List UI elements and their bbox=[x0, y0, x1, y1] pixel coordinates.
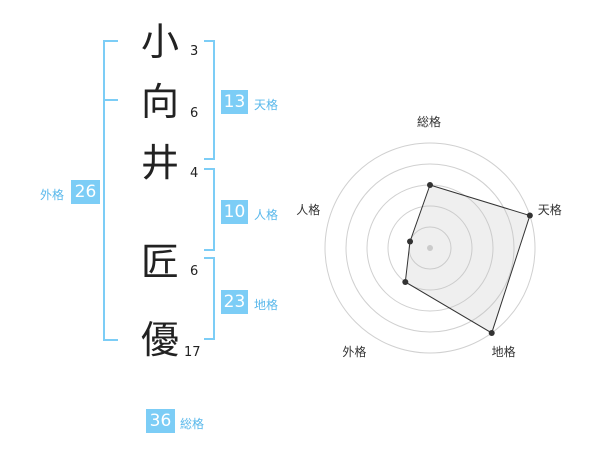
chikaku-bracket bbox=[204, 257, 215, 340]
radar-ring-2 bbox=[387, 205, 473, 291]
name-char-5: 優 bbox=[140, 318, 179, 362]
radar-series-area bbox=[404, 184, 531, 334]
radar-ring-5 bbox=[324, 142, 536, 354]
name-char-3: 井 bbox=[140, 141, 179, 185]
gaikaku-badge: 26 bbox=[71, 180, 100, 204]
stroke-count-5: 17 bbox=[184, 345, 201, 360]
tenkaku-badge: 13 bbox=[221, 90, 248, 114]
radar-center bbox=[427, 245, 433, 251]
stroke-count-1: 3 bbox=[190, 44, 199, 59]
soukaku-badge: 36 bbox=[146, 409, 175, 433]
radar-axis-label-tenkaku: 天格 bbox=[537, 202, 562, 217]
gaikaku-bracket bbox=[103, 40, 118, 341]
gaikaku-label: 外格 bbox=[40, 188, 65, 202]
chikaku-label: 地格 bbox=[254, 298, 279, 312]
tenkaku-bracket bbox=[204, 40, 215, 160]
soukaku-label: 総格 bbox=[180, 417, 205, 431]
chikaku-badge: 23 bbox=[221, 290, 248, 314]
name-char-2: 向 bbox=[140, 80, 179, 124]
name-char-4: 匠 bbox=[140, 240, 179, 284]
radar-axis-label-gaikaku: 外格 bbox=[342, 344, 367, 359]
stroke-count-4: 6 bbox=[190, 264, 199, 279]
radar-axis-label-chikaku: 地格 bbox=[491, 344, 516, 359]
radar-point-1 bbox=[526, 212, 533, 219]
radar-axis-label-soukaku: 総格 bbox=[417, 115, 442, 129]
radar-point-2 bbox=[488, 329, 495, 336]
radar-point-0 bbox=[427, 182, 433, 188]
jinkaku-label: 人格 bbox=[254, 208, 279, 222]
jinkaku-badge: 10 bbox=[221, 200, 248, 224]
radar-point-3 bbox=[402, 278, 409, 285]
jinkaku-bracket bbox=[204, 168, 215, 251]
stroke-count-2: 6 bbox=[190, 106, 199, 121]
radar-ring-4 bbox=[345, 163, 515, 333]
radar-axis-label-jinkaku: 人格 bbox=[296, 202, 321, 217]
stroke-count-3: 4 bbox=[190, 166, 199, 181]
name-char-1: 小 bbox=[140, 20, 179, 64]
radar-point-4 bbox=[407, 238, 414, 245]
tenkaku-label: 天格 bbox=[254, 98, 279, 112]
